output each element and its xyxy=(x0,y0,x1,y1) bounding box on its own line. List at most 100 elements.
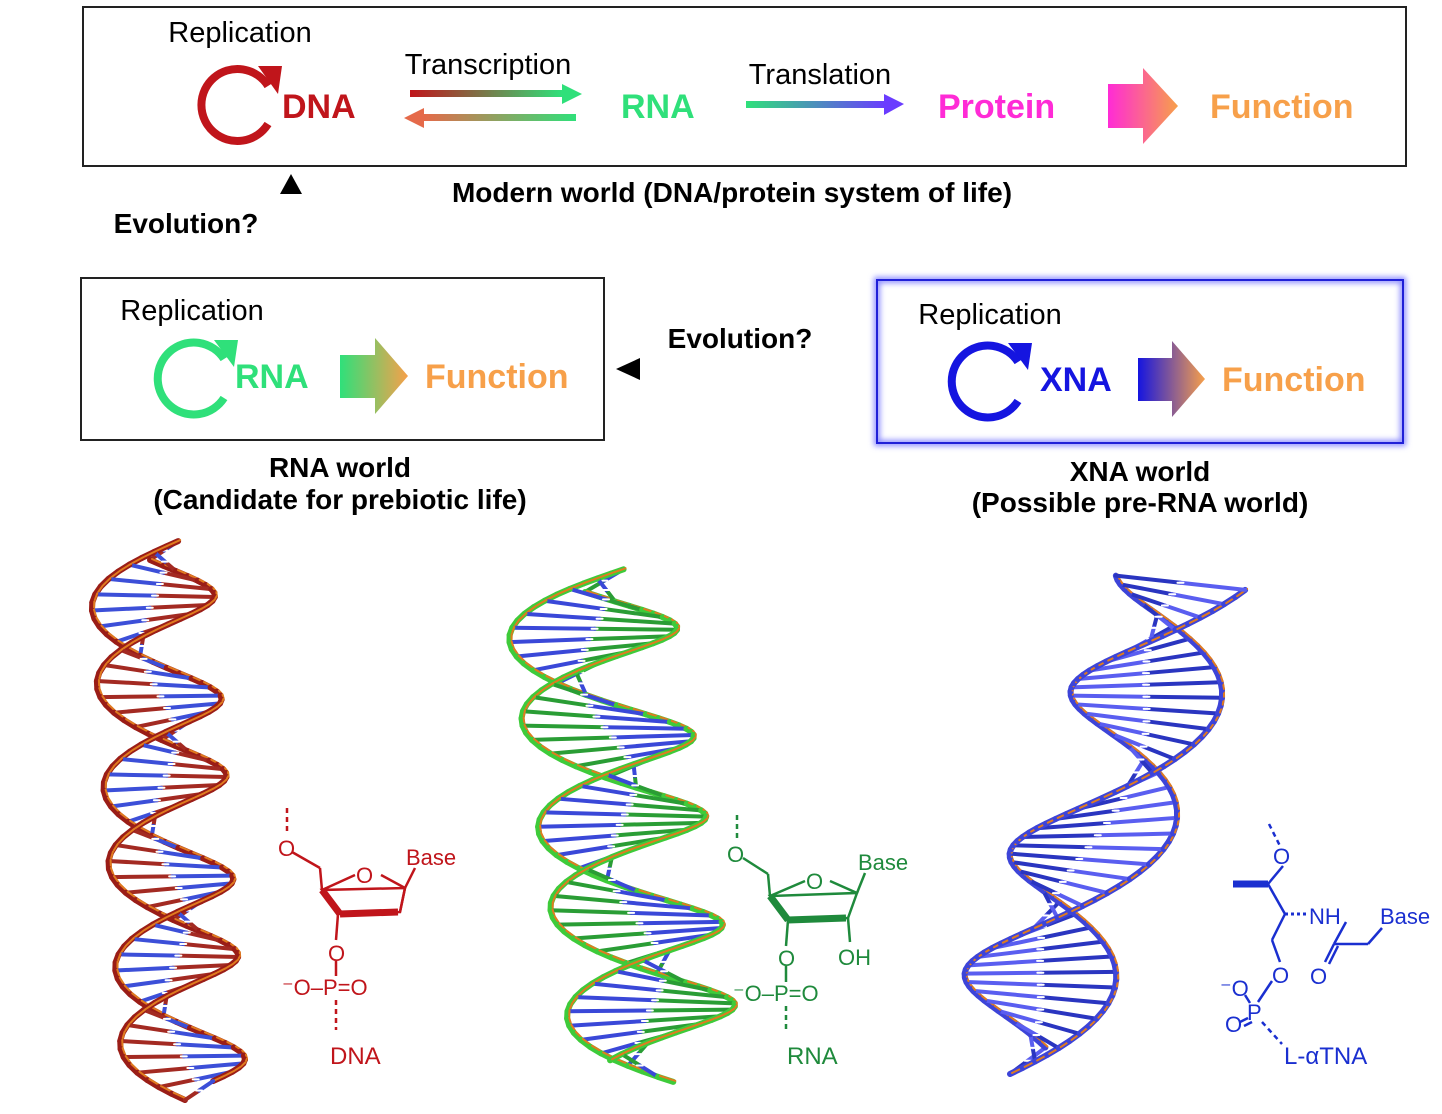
dna-sugar-wedge xyxy=(339,908,399,918)
helix-base-pair-rung xyxy=(520,709,599,719)
helix-base-pair-rung xyxy=(188,1061,246,1071)
modern-dna-label: DNA xyxy=(282,88,356,126)
tna-structure-bond xyxy=(1270,939,1282,963)
helix-phosphate-highlight xyxy=(696,820,705,827)
rna-structure-bond xyxy=(769,879,806,898)
tna-structure-bond xyxy=(1266,883,1287,915)
helix-base-pair-rung xyxy=(1007,851,1082,861)
helix-phosphate-highlight xyxy=(1158,612,1169,621)
helix-base-pair-rung xyxy=(157,1077,198,1090)
helix-base-pair-rung xyxy=(627,802,704,813)
helix-phosphate-highlight xyxy=(704,932,715,939)
helix-base-pair-rung xyxy=(1156,614,1178,632)
helix-phosphate-highlight xyxy=(100,663,108,673)
helix-base-pair-rung xyxy=(660,978,713,993)
helix-phosphate-highlight xyxy=(116,835,126,845)
helix-phosphate-highlight xyxy=(113,756,124,767)
helix-base-pair-rung xyxy=(118,647,146,661)
helix-base-pair-rung xyxy=(653,998,737,1006)
rna-structure-phosphate: ⁻O–P=O xyxy=(733,981,819,1006)
helix-base-pair-rung xyxy=(577,783,636,797)
rna-replication-label: Replication xyxy=(120,295,263,327)
helix-phosphate-highlight xyxy=(155,808,171,817)
tna-structure-carbonyl-o: O xyxy=(1310,964,1327,989)
tna-structure-bond xyxy=(1267,865,1284,885)
xna-replication-arrowhead-icon xyxy=(1008,343,1032,370)
helix-phosphate-highlight xyxy=(604,969,619,978)
helix-base-pair-rung xyxy=(597,616,677,626)
xna-world-frame xyxy=(876,279,1404,444)
helix-phosphate-highlight xyxy=(123,827,136,838)
helix-base-pair-rung xyxy=(1178,580,1248,592)
helix-phosphate-highlight xyxy=(125,936,135,947)
helix-phosphate-highlight xyxy=(545,592,560,601)
helix-base-pair-rung xyxy=(113,843,162,854)
helix-phosphate-highlight xyxy=(135,1007,147,1018)
helix-base-pair-rung xyxy=(1068,693,1149,699)
helix-base-pair-rung xyxy=(657,988,730,1000)
rna-structure-bond xyxy=(766,873,772,897)
helix-phosphate-highlight xyxy=(1143,601,1153,609)
helix-base-pair-rung xyxy=(614,889,670,903)
helix-phosphate-highlight xyxy=(554,886,562,896)
helix-base-pair-rung xyxy=(590,981,662,993)
helix-base-pair-rung xyxy=(1086,845,1166,852)
helix-base-pair-rung xyxy=(120,978,171,989)
modern-replication-cycle-icon xyxy=(197,65,272,145)
rna-structure-bond xyxy=(855,872,867,894)
rna-world-frame xyxy=(80,277,605,441)
helix-phosphate-highlight xyxy=(629,958,646,966)
helix-phosphate-highlight xyxy=(569,783,583,793)
dna-structure-bond xyxy=(318,867,324,891)
helix-base-pair-rung xyxy=(106,858,168,867)
helix-base-pair-rung xyxy=(541,810,627,817)
helix-base-pair-rung xyxy=(157,849,206,861)
helix-phosphate-highlight xyxy=(657,948,673,955)
helix-base-pair-rung xyxy=(184,930,223,943)
helix-phosphate-highlight xyxy=(224,1069,236,1077)
helix-base-pair-rung xyxy=(98,694,163,700)
rna-world-caption-title: RNA world xyxy=(269,452,411,483)
helix-phosphate-highlight xyxy=(190,714,204,722)
dna-structure-bond xyxy=(380,873,406,890)
helix-base-pair-rung xyxy=(1170,592,1227,607)
reverse-transcription-arrow xyxy=(424,114,576,121)
helix-phosphate-highlight xyxy=(583,981,596,991)
tna-structure-nh: NH xyxy=(1309,904,1341,929)
helix-phosphate-highlight xyxy=(180,982,195,990)
helix-base-pair-rung xyxy=(1144,719,1211,732)
helix-base-pair-rung xyxy=(573,755,630,769)
helix-base-pair-rung xyxy=(183,1088,202,1102)
helix-phosphate-highlight xyxy=(534,688,545,698)
helix-phosphate-highlight xyxy=(721,1010,731,1017)
helix-base-pair-rung xyxy=(1087,659,1149,673)
helix-base-pair-rung xyxy=(114,630,145,644)
helix-base-pair-rung xyxy=(163,862,225,870)
helix-phosphate-highlight xyxy=(179,719,193,727)
helix-base-pair-rung xyxy=(118,756,174,767)
helix-base-pair-rung xyxy=(164,1016,193,1030)
rna-sugar-wedge xyxy=(787,914,847,924)
dna-structure-bond xyxy=(321,873,356,892)
helix-base-pair-rung xyxy=(141,656,169,670)
helix-base-pair-rung xyxy=(159,783,222,790)
helix-base-pair-rung xyxy=(197,1079,216,1093)
helix-base-pair-rung xyxy=(1039,925,1093,940)
helix-phosphate-highlight xyxy=(167,988,183,997)
helix-base-pair-rung xyxy=(1140,601,1161,619)
xna-world-caption-subtitle: (Possible pre-RNA world) xyxy=(972,487,1309,518)
helix-base-pair-rung xyxy=(565,1008,652,1014)
rna-nucleotide-structure xyxy=(735,815,867,1032)
tna-structure-o-double: O xyxy=(1225,1012,1242,1037)
helix-phosphate-highlight xyxy=(156,622,172,630)
helix-base-pair-rung xyxy=(613,969,665,983)
dna-sugar-wedge xyxy=(319,887,343,917)
helix-base-pair-rung xyxy=(135,1066,193,1075)
helix-base-pair-rung xyxy=(1127,591,1167,608)
helix-phosphate-highlight xyxy=(576,664,593,672)
helix-phosphate-highlight xyxy=(1060,900,1071,909)
helix-phosphate-highlight xyxy=(121,749,133,759)
helix-phosphate-highlight xyxy=(233,1065,243,1072)
helix-phosphate-highlight xyxy=(683,939,697,946)
